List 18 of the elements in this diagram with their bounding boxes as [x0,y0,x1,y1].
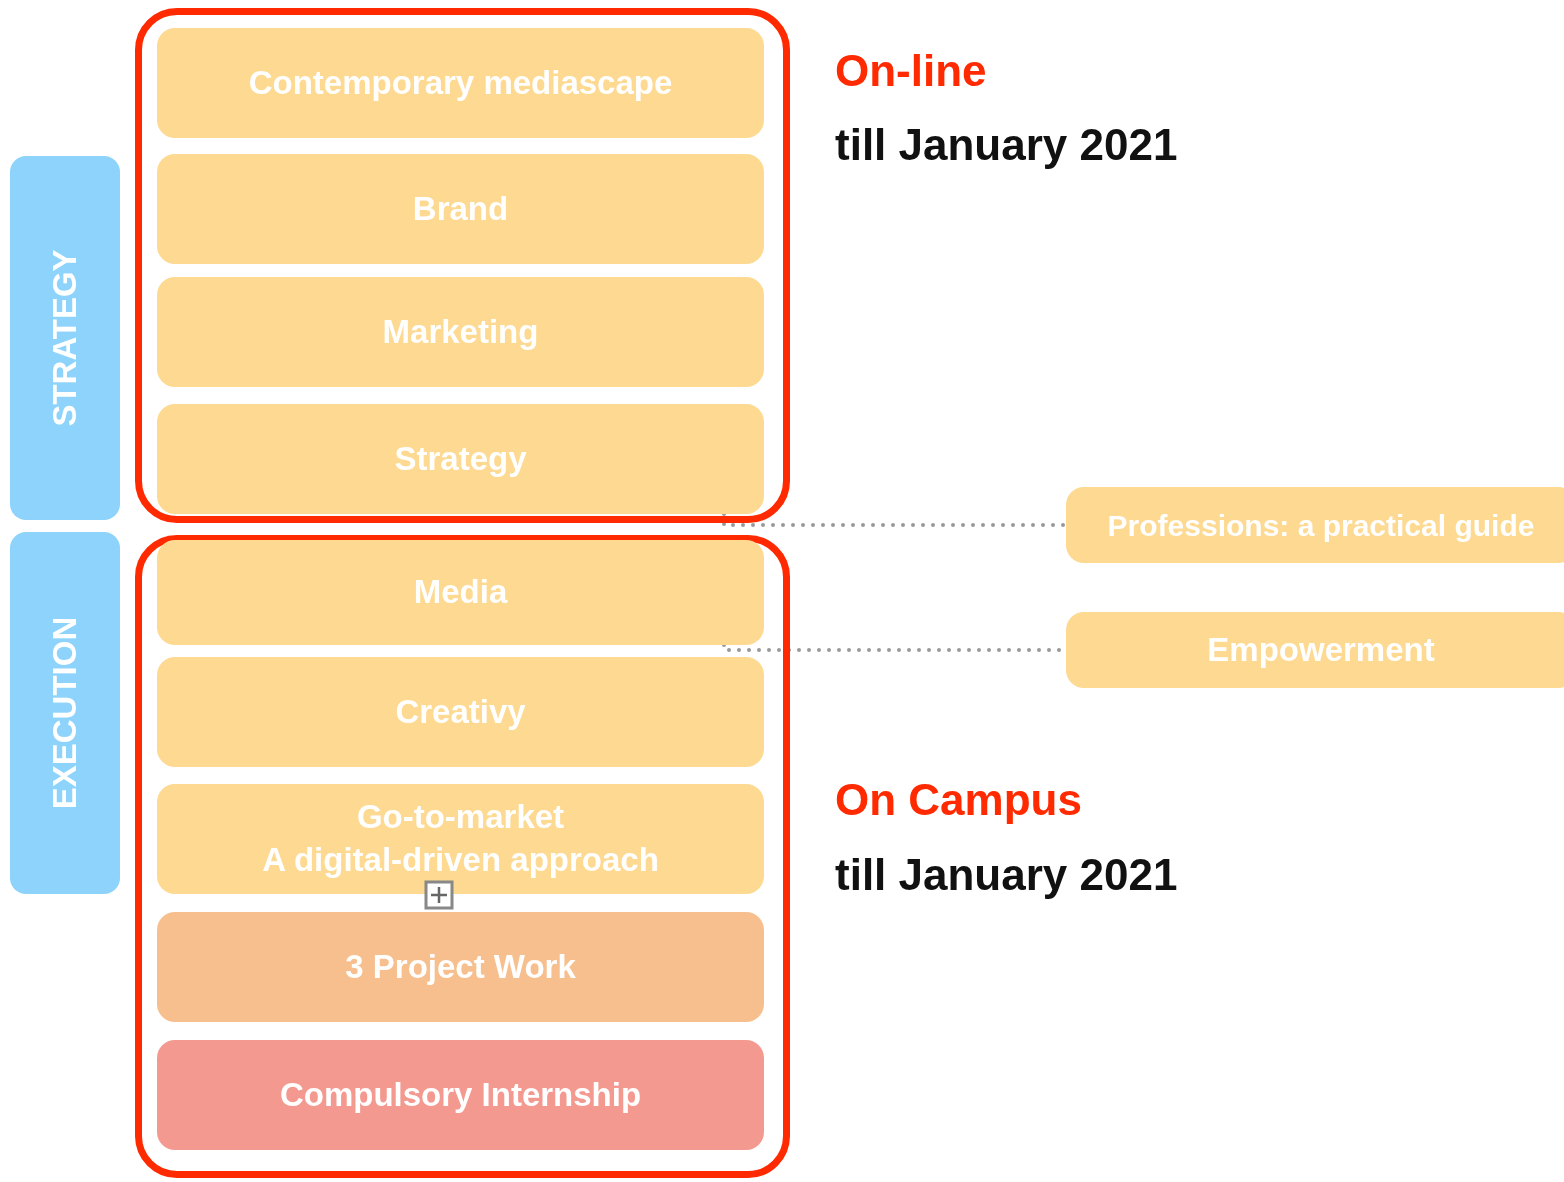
group-heading: On-line [835,46,987,96]
module-box: 3 Project Work [157,912,764,1022]
module-box: Strategy [157,404,764,514]
category-band: EXECUTION [10,532,120,894]
category-band: STRATEGY [10,156,120,520]
dotted-connector [722,512,1068,527]
group-subheading: till January 2021 [835,120,1178,170]
module-box: Brand [157,154,764,264]
module-box: Go-to-market A digital-driven approach [157,784,764,894]
module-box: Compulsory Internship [157,1040,764,1150]
module-box: Creativy [157,657,764,767]
module-box: Contemporary mediascape [157,28,764,138]
group-subheading: till January 2021 [835,850,1178,900]
module-box: Marketing [157,277,764,387]
module-box: Media [157,540,764,645]
module-box: Professions: a practical guide [1066,487,1564,563]
module-box: Empowerment [1066,612,1564,688]
group-heading: On Campus [835,775,1082,825]
